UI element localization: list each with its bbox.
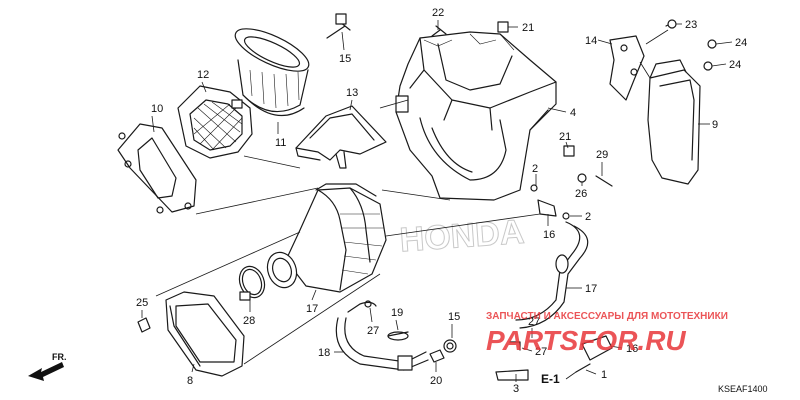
callout-22: 22 [432,7,444,19]
callout-24-lower: 24 [729,59,741,71]
callout-29: 29 [596,149,608,161]
callout-21-top: 21 [522,22,534,34]
callout-27-mid: 27 [528,316,540,328]
drain-tubes [335,221,613,381]
watermark-logo: PARTSFOR.RU [486,325,686,356]
direction-label: FR. [52,352,67,362]
callout-17: 17 [585,283,597,295]
callout-21: 21 [559,131,571,143]
honda-watermark: HONDA [399,213,526,260]
callout-9: 9 [712,119,718,131]
site-watermark: ЗАПЧАСТИ И АКСЕССУАРЫ ДЛЯ МОТОТЕХНИКИ PA… [486,311,728,356]
callout-labels: 10 12 11 15 13 22 21 4 21 2 26 29 2 16 1… [136,7,747,395]
air-filter-element [234,28,310,117]
callout-15: 15 [448,311,460,323]
callout-1: 1 [601,369,607,381]
callout-6: 11 [275,137,286,149]
connecting-tube [266,183,387,293]
front-direction-arrow: FR. [28,352,67,381]
callout-3: 3 [513,383,519,395]
callout-13: 15 [339,53,351,65]
callout-4: 4 [570,107,576,119]
callout-18: 18 [318,347,330,359]
callout-14: 16 [543,229,555,241]
callout-2-lower: 2 [585,211,591,223]
air-cleaner-case [395,31,557,201]
callout-27-low: 27 [535,346,547,358]
callout-19: 19 [391,307,403,319]
holder-plate [117,123,197,214]
callout-7: 12 [197,69,209,81]
callout-12: 17 [306,303,318,315]
callout-2-upper: 2 [532,163,538,175]
callout-28: 28 [243,315,255,327]
callout-16: 16 [626,343,638,355]
diagram-code: KSEAF1400 [718,384,768,394]
callout-5: 10 [151,103,163,115]
callout-23: 23 [685,19,697,31]
filter-cage [177,85,253,159]
callout-24-upper: 24 [735,37,747,49]
callout-10: 14 [585,35,597,47]
callout-27-left: 27 [367,325,379,337]
callout-20: 20 [430,375,442,387]
callout-25: 25 [136,297,148,309]
small-fittings [364,300,457,363]
air-box-bracket [295,105,387,169]
callout-26: 26 [575,188,587,200]
assembly-lines [155,29,669,365]
hose-clamp [238,265,266,301]
callout-11: 13 [346,87,358,99]
section-label: E-1 [541,372,560,386]
side-cover [609,35,701,185]
housing-cover [165,291,245,377]
callout-8: 8 [187,375,193,387]
watermark-caption: ЗАПЧАСТИ И АКСЕССУАРЫ ДЛЯ МОТОТЕХНИКИ [486,311,728,322]
